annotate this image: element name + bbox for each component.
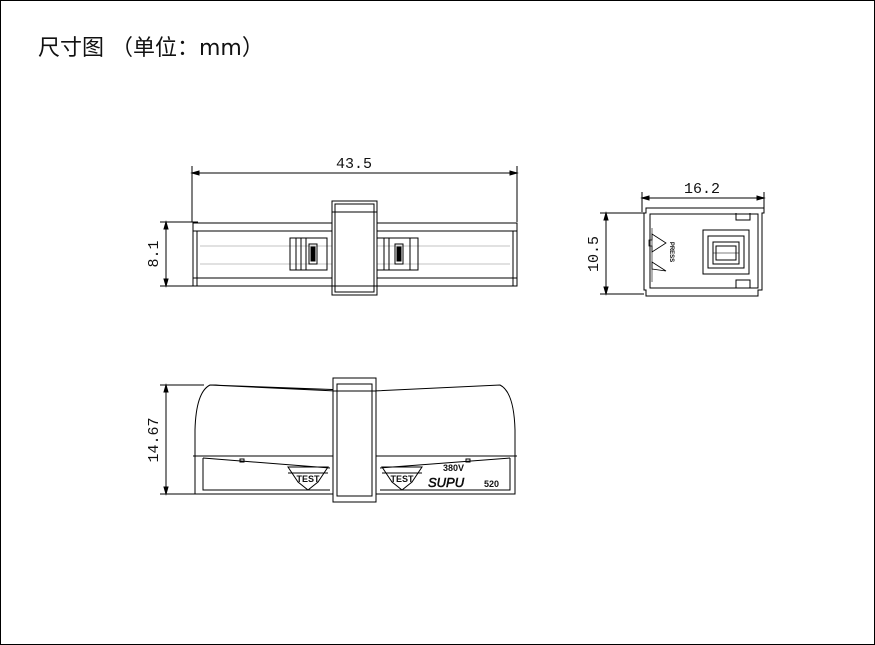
test-badge-left: TEST xyxy=(287,466,329,491)
side-height-dimension: 10.5 xyxy=(586,211,644,296)
press-label: PRESS xyxy=(668,242,674,262)
front-view: 43.5 8.1 xyxy=(146,156,519,296)
bottom-view: 14.67 TEST TEST 380V SUPU 520 xyxy=(146,377,517,503)
bottom-height-dimension: 14.67 xyxy=(146,383,204,496)
front-width-label: 43.5 xyxy=(336,156,372,173)
side-height-label: 10.5 xyxy=(586,236,603,272)
test-label-right: TEST xyxy=(390,474,414,484)
brand-logo: SUPU xyxy=(428,475,465,490)
model-label: 520 xyxy=(484,479,499,489)
side-view: 16.2 10.5 PRESS xyxy=(586,181,766,297)
front-height-dimension: 8.1 xyxy=(146,220,198,288)
front-height-label: 8.1 xyxy=(146,240,163,267)
test-label-left: TEST xyxy=(296,474,320,484)
voltage-label: 380V xyxy=(443,463,464,473)
test-badge-right: TEST xyxy=(381,466,423,491)
side-width-label: 16.2 xyxy=(684,181,720,198)
bottom-height-label: 14.67 xyxy=(146,417,163,462)
side-width-dimension: 16.2 xyxy=(640,181,766,212)
front-width-dimension: 43.5 xyxy=(190,156,519,222)
drawing-title: 尺寸图 （单位：mm） xyxy=(38,36,264,61)
